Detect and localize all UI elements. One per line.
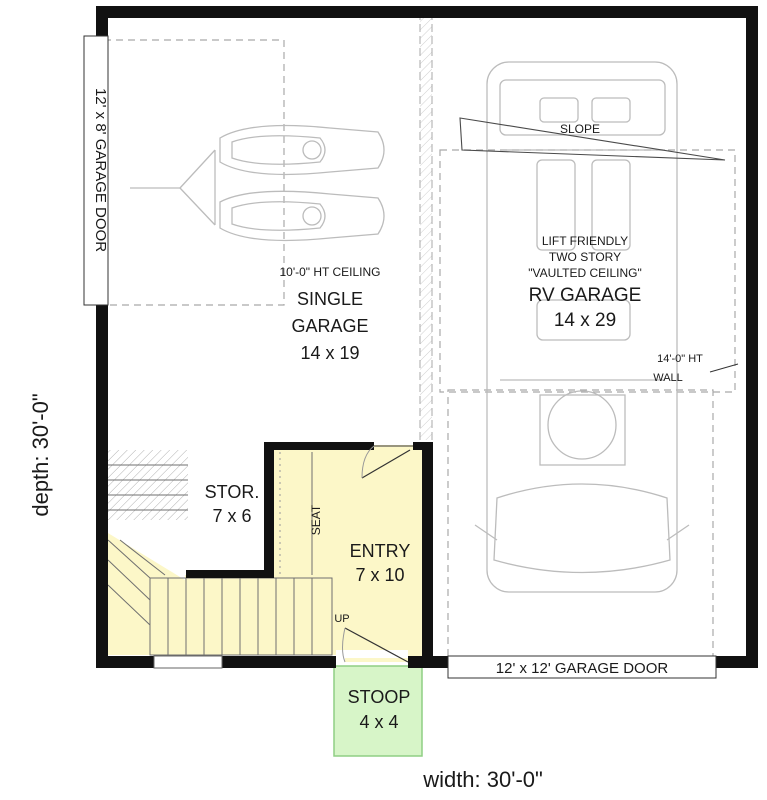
entry-exterior-door bbox=[336, 627, 409, 663]
storage-size: 7 x 6 bbox=[212, 506, 251, 526]
side-garage-door-label: 12' x 8' GARAGE DOOR bbox=[92, 88, 109, 252]
single-garage-name-line2: GARAGE bbox=[291, 316, 368, 336]
stoop-size: 4 x 4 bbox=[359, 712, 398, 732]
rv-slope-label: SLOPE bbox=[560, 122, 600, 136]
rv-garage-name: RV GARAGE bbox=[529, 285, 642, 306]
front-garage-door-label: 12' x 12' GARAGE DOOR bbox=[496, 660, 669, 677]
storage-name: STOR. bbox=[205, 482, 260, 502]
jet-ski-trailer bbox=[130, 124, 385, 242]
stair-up-label: UP bbox=[334, 613, 349, 625]
rv-wall-note-line2: WALL bbox=[653, 372, 683, 384]
single-garage-size: 14 x 19 bbox=[300, 343, 359, 363]
width-dimension: width: 30'-0" bbox=[422, 767, 543, 792]
rv-garage-size: 14 x 29 bbox=[554, 310, 616, 331]
exterior-walls bbox=[96, 6, 758, 668]
garage-divider-wall bbox=[419, 12, 433, 440]
entry-interior-door bbox=[361, 445, 413, 479]
side-garage-door bbox=[83, 35, 109, 306]
seat-label: SEAT bbox=[309, 504, 323, 535]
front-garage-door bbox=[447, 655, 717, 679]
rv-note-line3: "VAULTED CEILING" bbox=[528, 266, 641, 280]
single-garage-name-line1: SINGLE bbox=[297, 289, 363, 309]
bottom-window bbox=[153, 655, 223, 669]
stair-upper-treads bbox=[108, 464, 188, 511]
stair-landing-hatch bbox=[108, 450, 188, 520]
stoop-name: STOOP bbox=[348, 687, 411, 707]
rv-wall-note-line1: 14'-0" HT bbox=[657, 353, 703, 365]
rv-vehicle bbox=[474, 61, 690, 593]
rv-note-line2: TWO STORY bbox=[549, 250, 621, 264]
depth-dimension: depth: 30'-0" bbox=[28, 393, 53, 516]
entry-stair bbox=[107, 539, 333, 656]
rv-note-line1: LIFT FRIENDLY bbox=[542, 234, 628, 248]
entry-name: ENTRY bbox=[350, 541, 411, 561]
wall-note-arrow bbox=[709, 363, 739, 373]
entry-size: 7 x 10 bbox=[355, 565, 404, 585]
single-garage-ceiling-note: 10'-0" HT CEILING bbox=[279, 265, 380, 279]
entry-room-fill bbox=[103, 445, 422, 662]
slope-triangle bbox=[459, 117, 726, 161]
rv-clearance-outlines bbox=[439, 149, 736, 661]
entry-seat-bench bbox=[279, 452, 313, 575]
stoop-fill bbox=[333, 665, 423, 757]
interior-walls bbox=[186, 442, 433, 666]
